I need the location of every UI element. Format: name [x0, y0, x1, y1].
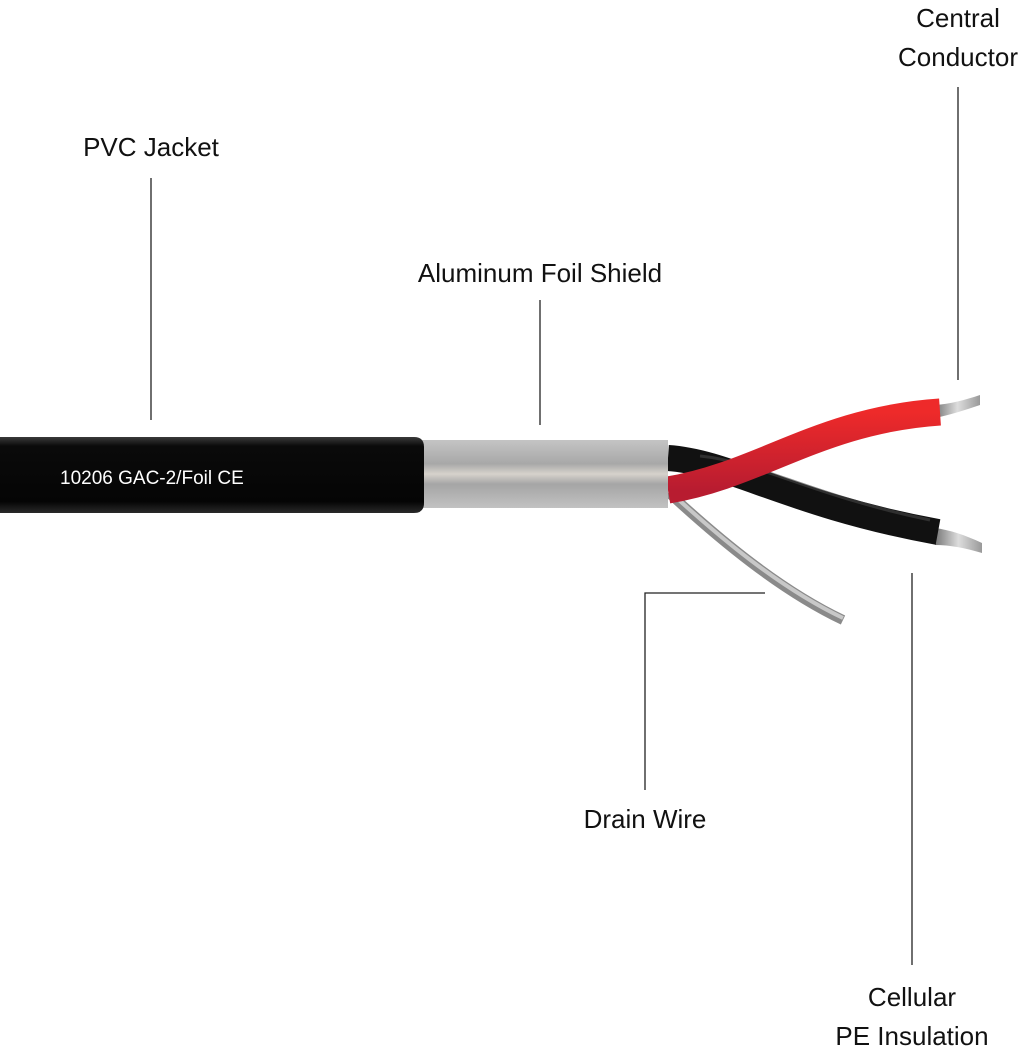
black-wire-sheen	[699, 454, 931, 522]
red-conductor-tip	[935, 395, 980, 418]
jacket-print: 10206 GAC-2/Foil CE	[60, 468, 244, 489]
insulation-label-line1: Cellular	[868, 982, 956, 1012]
black-conductor-tip	[935, 528, 982, 553]
drain-wire-label: Drain Wire	[584, 804, 707, 834]
pvc-jacket	[0, 437, 424, 513]
red-insulated-wire	[665, 398, 941, 504]
pvc-jacket-label: PVC Jacket	[83, 132, 220, 162]
drain-wire-leader	[644, 592, 765, 790]
central-conductor-label-line2: Conductor	[898, 42, 1018, 72]
foil-shield-label: Aluminum Foil Shield	[418, 258, 662, 288]
insulation-label-line2: PE Insulation	[835, 1021, 988, 1051]
drain-wire-highlight	[666, 488, 844, 620]
black-insulated-wire	[666, 445, 941, 545]
central-conductor-label-line1: Central	[916, 3, 1000, 33]
aluminum-foil-shield	[422, 440, 668, 508]
